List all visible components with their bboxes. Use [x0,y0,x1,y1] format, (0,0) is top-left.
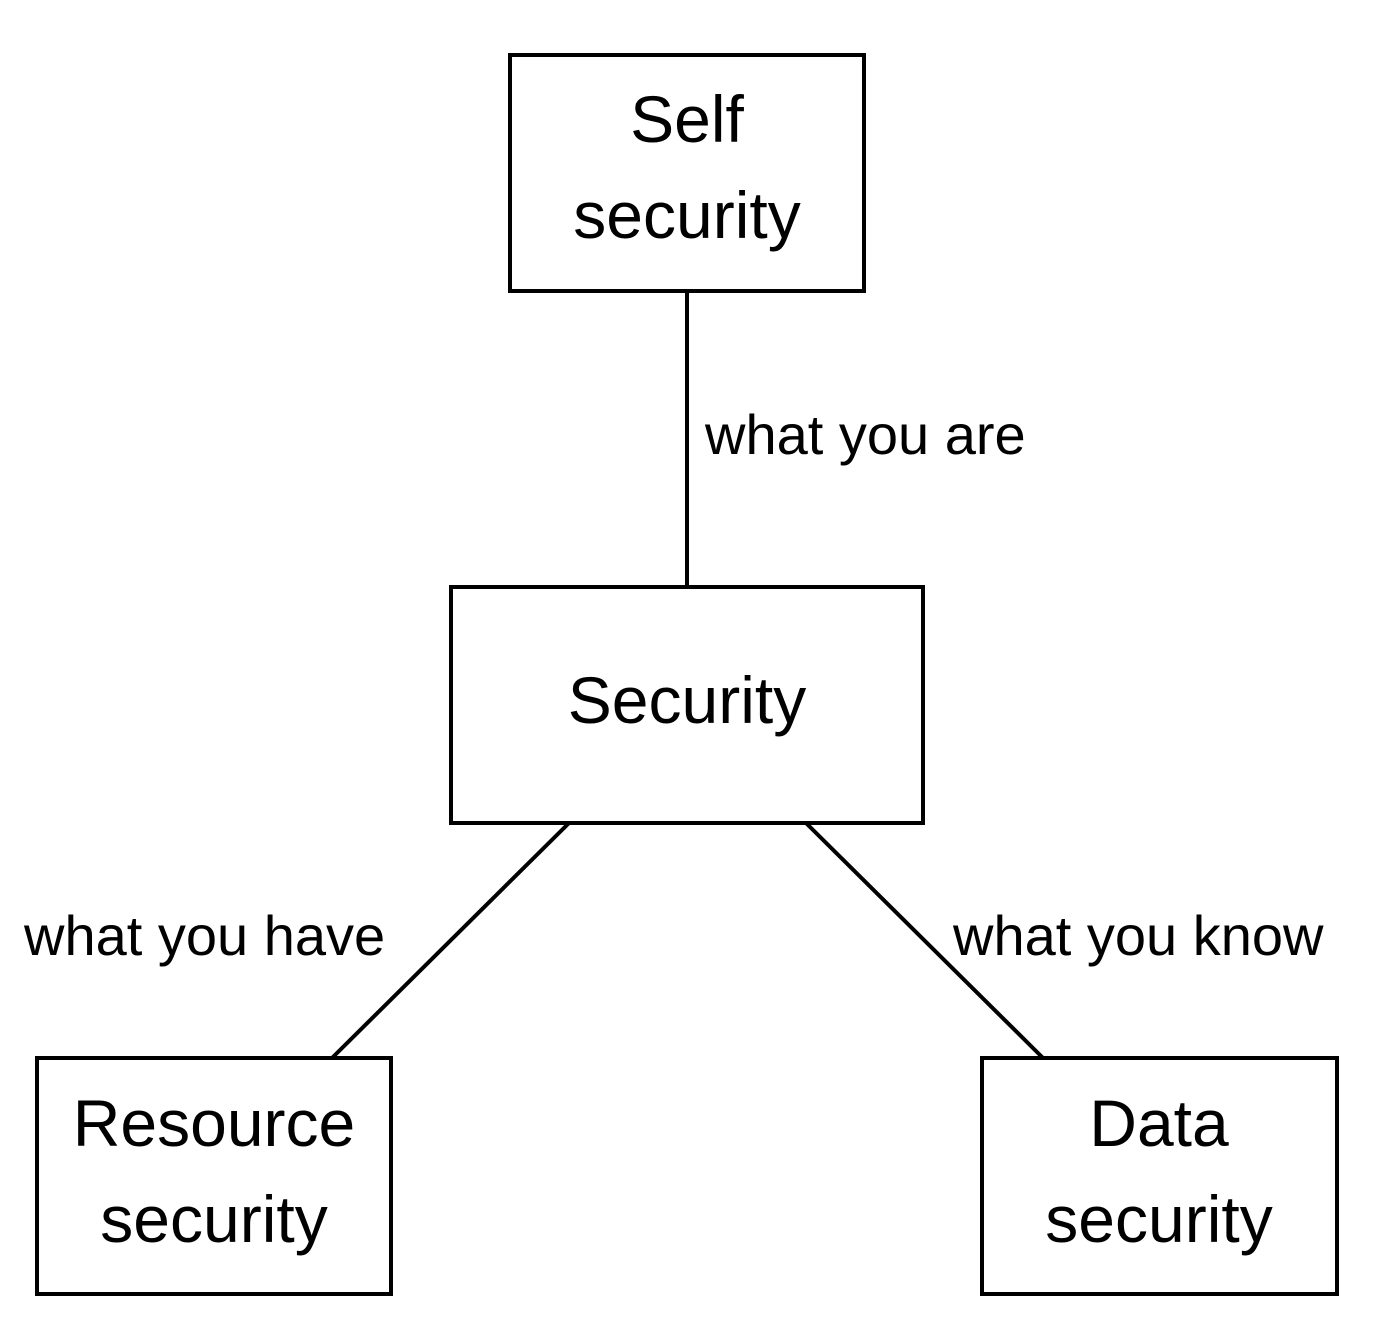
node-resource-security-line1: Resource [73,1086,355,1160]
edge-security-to-data [804,821,1045,1060]
edge-security-to-resource [330,821,571,1060]
node-self-security-box [508,53,866,293]
node-data-security-line2: security [1045,1182,1272,1256]
edge-label-what-you-are: what you are [704,403,1026,466]
node-security-box [449,585,925,825]
node-data-security: Data security [980,1056,1339,1296]
node-self-security-line1: Self [630,82,744,156]
node-self-security-line2: security [573,178,800,252]
node-self-security: Self security [508,53,866,293]
edge-label-what-you-know: what you know [952,904,1324,967]
node-resource-security-box [35,1056,393,1296]
node-security: Security [449,585,925,825]
node-resource-security: Resource security [35,1056,393,1296]
node-security-label: Security [568,663,806,737]
edge-label-what-you-have: what you have [23,904,385,967]
node-data-security-box [980,1056,1339,1296]
node-data-security-line1: Data [1089,1086,1229,1160]
node-resource-security-line2: security [100,1182,327,1256]
